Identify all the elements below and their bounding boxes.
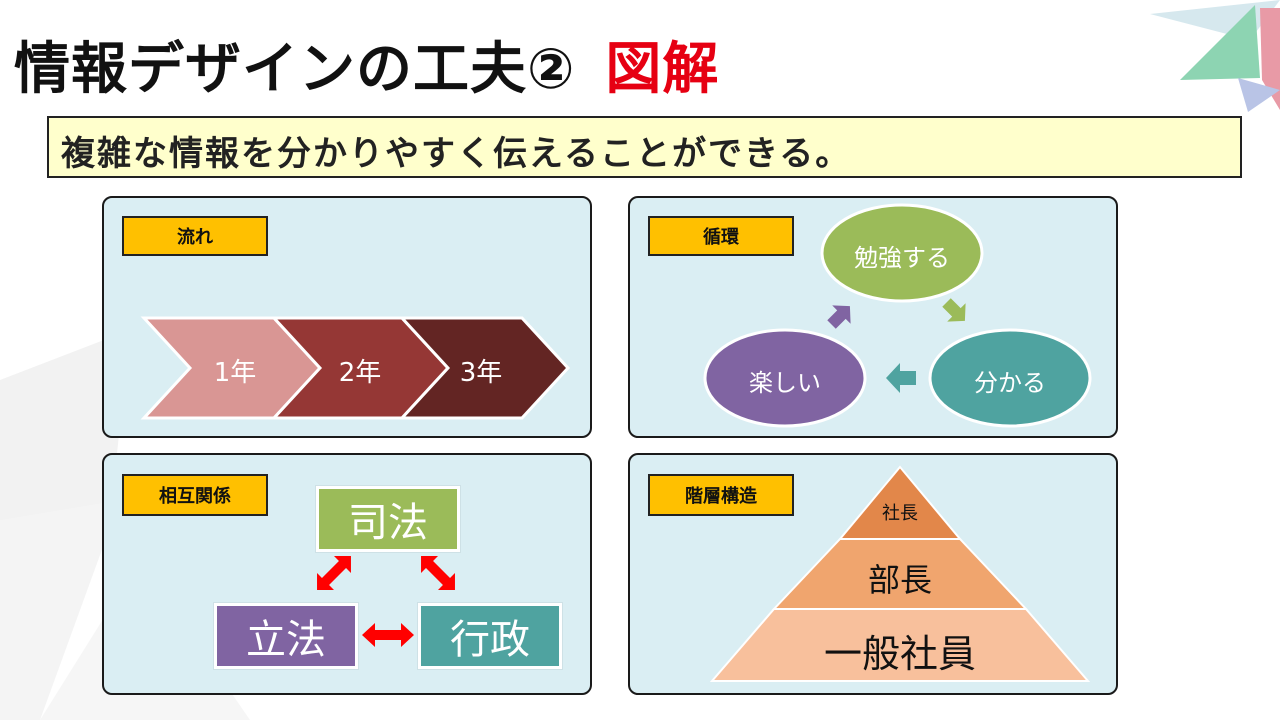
- relation-tag: 相互関係: [122, 474, 268, 516]
- hierarchy-tag: 階層構造: [648, 474, 794, 516]
- flow-step-3-shape: [398, 316, 571, 420]
- flow-panel: 流れ 1年 2年 3年: [102, 196, 592, 438]
- flow-step-1: 1年: [213, 358, 257, 388]
- hierarchy-level-2: 部長: [867, 561, 932, 599]
- hierarchy-panel: 階層構造 社長 部長 一般社員: [628, 453, 1118, 695]
- hierarchy-pyramid: [709, 465, 1091, 682]
- flow-step-3: 3年: [459, 358, 503, 388]
- hierarchy-level-1: 社長: [882, 503, 918, 524]
- relation-arrows: [317, 556, 455, 647]
- cycle-node-right: 分かる: [974, 369, 1046, 397]
- title-main: 情報デザインの工夫②: [14, 37, 576, 102]
- subtitle-text: 複雑な情報を分かりやすく伝えることができる。: [61, 134, 852, 174]
- relation-node-left: 立法: [214, 603, 358, 669]
- cycle-panel: 循環 勉強する 分かる 楽しい: [628, 196, 1118, 438]
- cycle-node-left: 楽しい: [749, 369, 821, 397]
- relation-arrow-left-top: [317, 556, 351, 590]
- relation-arrow-left-right: [362, 623, 414, 647]
- hierarchy-level-3: 一般社員: [823, 632, 976, 676]
- subtitle-box: 複雑な情報を分かりやすく伝えることができる。: [47, 116, 1242, 178]
- flow-chevrons: [140, 316, 571, 420]
- relation-panel: 相互関係 司法 立法 行政: [102, 453, 592, 695]
- relation-node-right: 行政: [418, 603, 562, 669]
- cycle-tag: 循環: [648, 216, 794, 256]
- page-title: 情報デザインの工夫② 図解: [14, 24, 719, 105]
- flow-tag: 流れ: [122, 216, 268, 256]
- cycle-diagram: [703, 203, 1092, 428]
- hierarchy-level-3-shape: [709, 608, 1091, 682]
- cycle-node-top-shape: [820, 203, 984, 303]
- cycle-node-right-shape: [928, 328, 1092, 428]
- flow-step-2: 2年: [338, 358, 382, 388]
- relation-node-top: 司法: [316, 486, 460, 552]
- cycle-arrow-top-right: [942, 298, 966, 322]
- cycle-arrow-right-left: [886, 363, 916, 393]
- cycle-arrow-left-top: [827, 305, 851, 329]
- cycle-node-left-shape: [703, 328, 867, 428]
- relation-arrow-top-right: [421, 556, 455, 590]
- cycle-node-top: 勉強する: [854, 244, 950, 272]
- title-accent: 図解: [605, 37, 720, 102]
